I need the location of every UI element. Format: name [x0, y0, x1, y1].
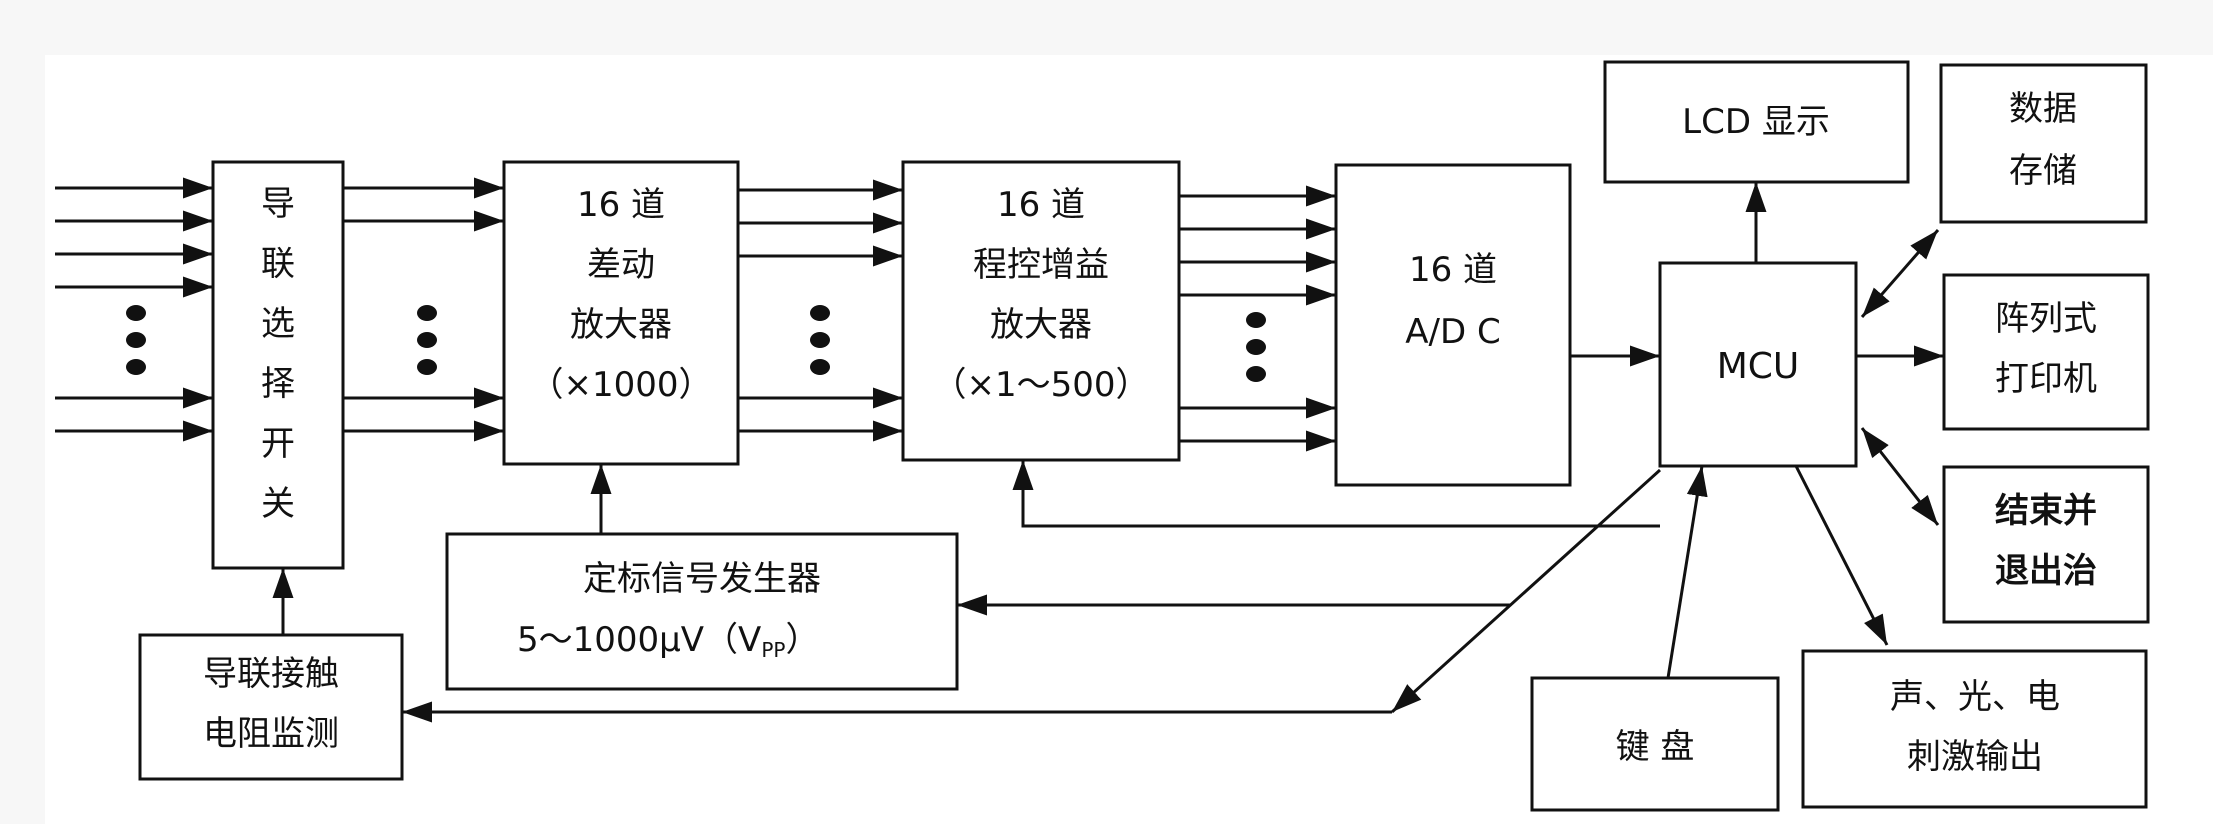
svg-text:选: 选: [261, 304, 295, 344]
exit-label: 结束并 退出治: [1995, 491, 2097, 591]
data-storage-box: [1939, 63, 2148, 224]
svg-text:退出治: 退出治: [1995, 551, 2097, 591]
svg-text:打印机: 打印机: [1995, 359, 2097, 399]
lead-select-switch-box: [211, 160, 345, 570]
mcu-box: [1658, 261, 1858, 468]
svg-text:数据: 数据: [2009, 89, 2077, 129]
svg-text:电阻监测: 电阻监测: [203, 714, 339, 754]
svg-text:放大器: 放大器: [570, 305, 672, 345]
diff-amp-box: [502, 160, 740, 466]
svg-text:（×1000）: （×1000）: [529, 365, 712, 405]
svg-text:16 道: 16 道: [997, 185, 1085, 225]
svg-text:16 道: 16 道: [1409, 250, 1497, 290]
printer-label: 阵列式 打印机: [1995, 299, 2097, 399]
adc-label: 16 道 A/D C: [1405, 250, 1500, 352]
diff-amp-label: 16 道 差动 放大器 （×1000）: [529, 185, 712, 405]
storage-label: 数据 存储: [2009, 89, 2077, 191]
svg-text:联: 联: [261, 244, 295, 284]
svg-text:5～1000μV（VPP）: 5～1000μV（VPP）: [517, 620, 819, 662]
svg-text:定标信号发生器: 定标信号发生器: [583, 559, 821, 599]
mcu-to-stimulus-line: [1794, 465, 1889, 646]
svg-text:16 道: 16 道: [577, 185, 665, 225]
svg-text:放大器: 放大器: [990, 305, 1092, 345]
svg-text:导: 导: [261, 184, 295, 224]
svg-text:关: 关: [261, 484, 295, 524]
calibration-generator-box: [445, 532, 959, 691]
calibration-label: 定标信号发生器 5～1000μV（VPP）: [517, 559, 821, 662]
svg-text:A/D C: A/D C: [1405, 312, 1500, 352]
pga-label: 16 道 程控增益 放大器 （×1～500）: [932, 185, 1149, 405]
ellipsis-dots: [126, 305, 1266, 382]
stimulus-output-box: [1801, 649, 2148, 809]
lead-contact-monitor-box: [138, 633, 404, 781]
svg-text:声、光、电: 声、光、电: [1890, 677, 2060, 717]
adc-box: [1334, 163, 1572, 487]
svg-text:阵列式: 阵列式: [1995, 299, 2097, 339]
lead-select-label: 导 联 选 择 开 关: [261, 184, 295, 524]
keyboard-to-mcu-line: [1666, 465, 1708, 679]
svg-text:程控增益: 程控增益: [973, 245, 1109, 285]
svg-text:（×1～500）: （×1～500）: [932, 365, 1149, 405]
mcu-to-monitor-diagonal: [1390, 468, 1662, 714]
monitor-label: 导联接触 电阻监测: [203, 654, 339, 754]
svg-text:结束并: 结束并: [1995, 491, 2097, 531]
mcu-label: MCU: [1717, 346, 1800, 387]
pga-box: [901, 160, 1181, 462]
svg-text:刺激输出: 刺激输出: [1907, 737, 2043, 777]
keyboard-box: [1530, 676, 1780, 812]
svg-text:存储: 存储: [2009, 151, 2077, 191]
mcu-exit-line: [1860, 427, 1940, 526]
svg-text:导联接触: 导联接触: [203, 654, 339, 694]
mcu-storage-line: [1860, 229, 1940, 318]
mcu-to-pga-line: [1012, 460, 1660, 528]
svg-text:差动: 差动: [587, 245, 655, 285]
exit-box: [1942, 465, 2150, 624]
stimulus-label: 声、光、电 刺激输出: [1890, 677, 2060, 777]
svg-text:择: 择: [261, 364, 295, 404]
lcd-label: LCD 显示: [1682, 102, 1830, 142]
connection-lines: [55, 177, 1944, 723]
svg-text:开: 开: [261, 424, 295, 464]
dot-matrix-printer-box: [1942, 273, 2150, 431]
keyboard-label: 键 盘: [1616, 727, 1695, 767]
